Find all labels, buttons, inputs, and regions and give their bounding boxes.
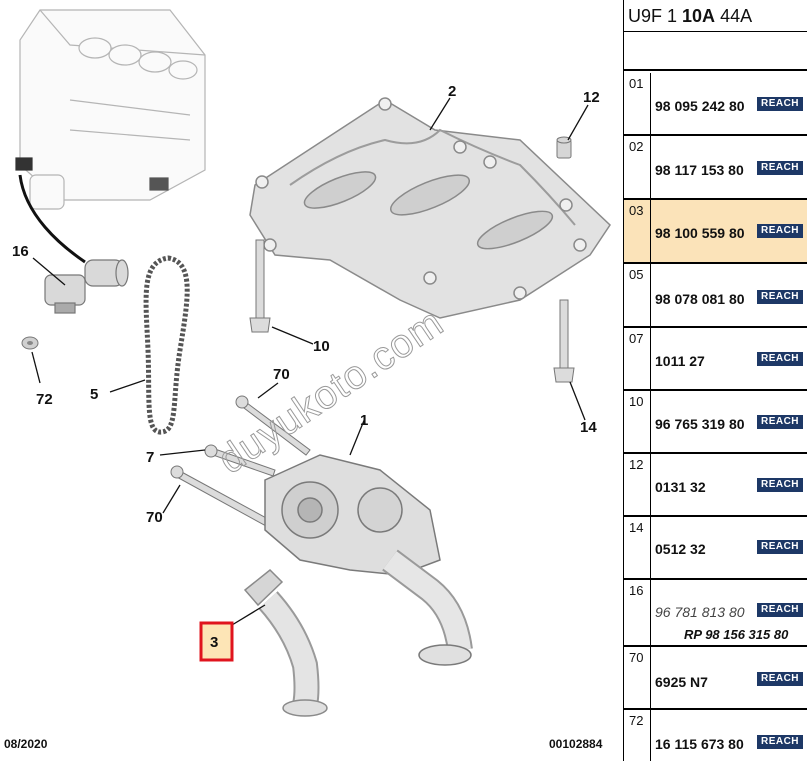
callout-7: 7 bbox=[146, 449, 154, 466]
part-number: 6925 N7 bbox=[655, 674, 708, 690]
row-index: 72 bbox=[624, 710, 651, 761]
reach-badge: REACH bbox=[757, 603, 803, 617]
table-row[interactable]: 16 96 781 813 80 REACH RP 98 156 315 80 bbox=[624, 580, 807, 647]
watermark: duyukoto.com bbox=[210, 300, 451, 482]
table-header-code: U9F 1 10A 44A bbox=[624, 0, 807, 32]
callout-70-top: 70 bbox=[273, 366, 290, 383]
row-index: 03 bbox=[624, 200, 651, 262]
row-index: 05 bbox=[624, 264, 651, 326]
part-10-bolt bbox=[249, 239, 271, 333]
callout-14: 14 bbox=[580, 419, 597, 436]
reach-badge: REACH bbox=[757, 735, 803, 749]
reach-badge: REACH bbox=[757, 540, 803, 554]
part-number: 98 100 559 80 bbox=[655, 225, 745, 241]
table-header-blank bbox=[624, 33, 807, 71]
table-row[interactable]: 02 98 117 153 80 REACH bbox=[624, 136, 807, 200]
table-row-highlighted[interactable]: 03 98 100 559 80 REACH bbox=[624, 200, 807, 264]
part-number: 1011 27 bbox=[655, 353, 705, 369]
reach-badge: REACH bbox=[757, 290, 803, 304]
part-number: 96 765 319 80 bbox=[655, 416, 745, 432]
part-14-bolt bbox=[553, 299, 575, 383]
footer-reference: 00102884 bbox=[549, 737, 603, 751]
part-2-baffle-plate bbox=[249, 97, 611, 319]
row-index: 14 bbox=[624, 517, 651, 578]
part-number: 0131 32 bbox=[655, 479, 706, 495]
part-number: 98 078 081 80 bbox=[655, 291, 745, 307]
part-3-oil-pickup-pipe bbox=[243, 568, 328, 717]
table-row[interactable]: 10 96 765 319 80 REACH bbox=[624, 391, 807, 454]
row-index: 01 bbox=[624, 73, 651, 134]
part-7-bolt bbox=[204, 444, 276, 477]
callout-1: 1 bbox=[360, 412, 368, 429]
table-row[interactable]: 12 0131 32 REACH bbox=[624, 454, 807, 517]
row-index: 10 bbox=[624, 391, 651, 452]
callout-16: 16 bbox=[12, 243, 29, 260]
reach-badge: REACH bbox=[757, 478, 803, 492]
callout-10: 10 bbox=[313, 338, 330, 355]
reach-badge: REACH bbox=[757, 415, 803, 429]
header-code-part2: 44A bbox=[715, 6, 753, 26]
table-row[interactable]: 72 16 115 673 80 REACH bbox=[624, 710, 807, 761]
table-row[interactable]: 70 6925 N7 REACH bbox=[624, 647, 807, 710]
header-code-bold: 10A bbox=[682, 6, 716, 26]
callout-12: 12 bbox=[583, 89, 600, 106]
footer-date: 08/2020 bbox=[4, 737, 48, 751]
part-12-dowel bbox=[556, 136, 572, 159]
reach-badge: REACH bbox=[757, 97, 803, 111]
table-row[interactable]: 01 98 095 242 80 REACH bbox=[624, 73, 807, 136]
callout-2: 2 bbox=[448, 83, 456, 100]
header-code-part1: U9F 1 bbox=[628, 6, 683, 26]
part-72-nut bbox=[21, 336, 39, 350]
table-row[interactable]: 14 0512 32 REACH bbox=[624, 517, 807, 580]
part-70-bolts bbox=[170, 395, 311, 527]
callout-70-bottom: 70 bbox=[146, 509, 163, 526]
part-5-timing-chain bbox=[143, 255, 190, 435]
pointer-arrow-line bbox=[18, 174, 86, 264]
part-16-solenoid-valve bbox=[44, 259, 129, 314]
reach-badge: REACH bbox=[757, 161, 803, 175]
part-number: 0512 32 bbox=[655, 541, 706, 557]
row-index: 12 bbox=[624, 454, 651, 515]
table-row[interactable]: 05 98 078 081 80 REACH bbox=[624, 264, 807, 328]
callout-3-highlight-box bbox=[199, 621, 234, 662]
part-number: 98 095 242 80 bbox=[655, 98, 745, 114]
part-1-oil-pump bbox=[264, 454, 473, 666]
callout-3: 3 bbox=[210, 634, 218, 651]
reach-badge: REACH bbox=[757, 672, 803, 686]
engine-block-overview bbox=[15, 9, 206, 210]
part-number: 16 115 673 80 bbox=[655, 736, 744, 752]
part-number: 98 117 153 80 bbox=[655, 162, 744, 178]
row-index: 07 bbox=[624, 328, 651, 389]
row-index: 70 bbox=[624, 647, 651, 708]
part-number-superseded: 96 781 813 80 bbox=[655, 604, 745, 620]
row-index: 02 bbox=[624, 136, 651, 198]
replacement-part-number: RP 98 156 315 80 bbox=[684, 627, 789, 642]
parts-table: U9F 1 10A 44A 01 98 095 242 80 REACH 02 … bbox=[623, 0, 807, 761]
exploded-parts-diagram: 1 2 3 5 7 10 12 14 16 70 70 72 duyukoto.… bbox=[4, 9, 611, 751]
reach-badge: REACH bbox=[757, 224, 803, 238]
callout-72: 72 bbox=[36, 391, 53, 408]
leader-lines bbox=[31, 97, 589, 626]
row-index: 16 bbox=[624, 580, 651, 645]
callout-5: 5 bbox=[90, 386, 98, 403]
table-row[interactable]: 07 1011 27 REACH bbox=[624, 328, 807, 391]
reach-badge: REACH bbox=[757, 352, 803, 366]
